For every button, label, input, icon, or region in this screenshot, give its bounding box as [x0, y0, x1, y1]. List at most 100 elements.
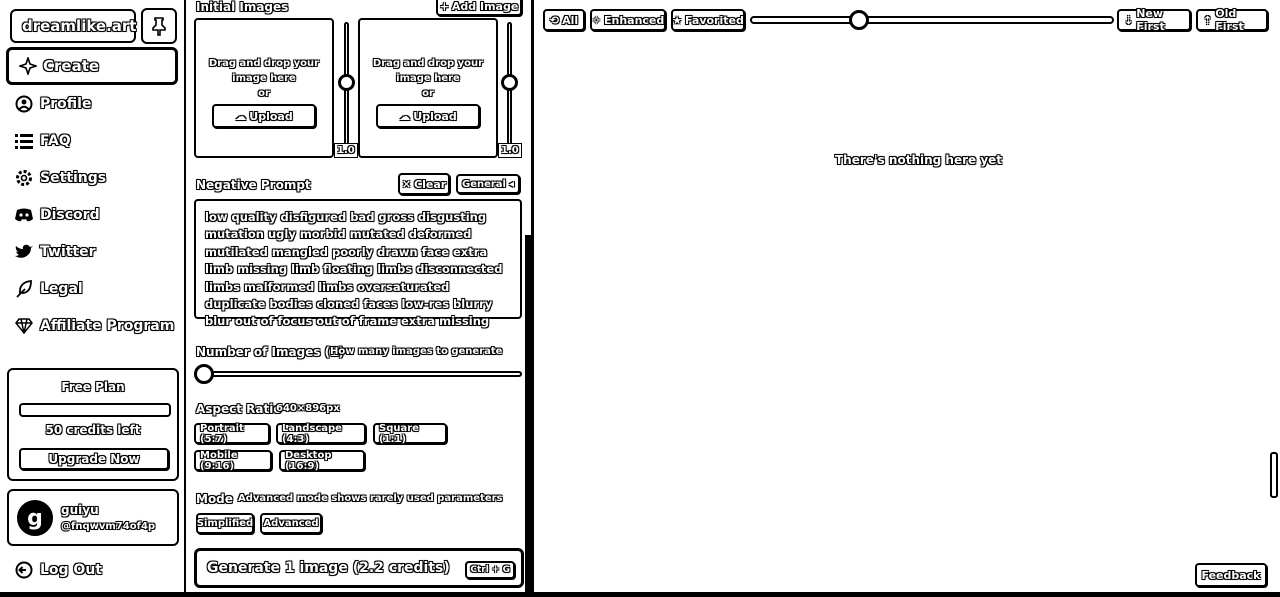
- avatar: g: [17, 500, 53, 536]
- generate-label: Generate 1 image (2.2 credits): [207, 560, 450, 576]
- sidebar-item-label: Profile: [40, 96, 92, 112]
- add-image-button[interactable]: + Add Image: [436, 0, 522, 16]
- upgrade-button[interactable]: Upgrade Now: [19, 448, 169, 470]
- filter-enhanced-button[interactable]: ✧ Enhanced: [590, 9, 666, 31]
- filter-all-button[interactable]: ⟲ All: [543, 9, 585, 31]
- sidebar-item-legal[interactable]: Legal: [14, 277, 83, 301]
- image-drop-zone-2[interactable]: Drag and drop your image here or ☁ Uploa…: [358, 18, 498, 158]
- mode-advanced-button[interactable]: Advanced: [260, 513, 322, 534]
- general-label: General: [461, 178, 506, 190]
- sidebar-item-settings[interactable]: Settings: [14, 166, 106, 190]
- list-icon: [14, 131, 34, 151]
- filter-label: All: [562, 13, 579, 27]
- cloud-upload-icon: ☁: [235, 109, 247, 123]
- sidebar-item-profile[interactable]: Profile: [14, 92, 91, 116]
- cloud-upload-icon: ☁: [399, 109, 411, 123]
- drop-instructions: Drag and drop your image here or: [208, 58, 320, 99]
- sidebar-item-faq[interactable]: FAQ: [14, 129, 71, 153]
- sidebar-item-label: Discord: [40, 207, 100, 223]
- feather-icon: [14, 279, 34, 299]
- keyboard-shortcut-badge: Ctrl + G: [465, 561, 515, 579]
- drop-instructions: Drag and drop your image here or: [372, 58, 484, 99]
- generation-form-panel: Initial Images + Add Image Drag and drop…: [188, 0, 534, 597]
- num-images-label: Number of Images (1): [196, 345, 344, 359]
- slider-knob[interactable]: [338, 74, 355, 91]
- clear-label: Clear: [414, 177, 447, 191]
- sort-label: Old First: [1215, 7, 1244, 33]
- history-icon: ⟲: [549, 13, 560, 27]
- pin-icon: [152, 17, 166, 36]
- logout-label: Log Out: [40, 562, 102, 578]
- sidebar-item-twitter[interactable]: Twitter: [14, 240, 96, 264]
- aspect-square-button[interactable]: Square (1:1): [373, 423, 447, 445]
- filter-label: Enhanced: [603, 13, 665, 27]
- aspect-ratio-label: Aspect Ratio: [196, 402, 282, 416]
- panel-resize-handle[interactable]: [1270, 452, 1278, 498]
- star-icon: ★: [672, 13, 683, 27]
- user-card[interactable]: g guiyu @fnqwvm74of4p: [7, 489, 179, 546]
- logout-button[interactable]: Log Out: [14, 558, 102, 582]
- pin-sidebar-button[interactable]: [141, 8, 177, 44]
- create-nav-button[interactable]: Create: [6, 47, 178, 85]
- add-image-label: Add Image: [451, 0, 519, 13]
- mode-simplified-button[interactable]: Simplified: [196, 513, 254, 534]
- image-drop-zone-1[interactable]: Drag and drop your image here or ☁ Uploa…: [194, 18, 334, 158]
- initial-images-label: Initial Images: [196, 0, 289, 14]
- feedback-button[interactable]: Feedback: [1195, 563, 1267, 587]
- aspect-mobile-button[interactable]: Mobile (9:16): [194, 450, 272, 472]
- aspect-landscape-button[interactable]: Landscape (4:3): [276, 423, 366, 445]
- aspect-portrait-button[interactable]: Portrait (5:7): [194, 423, 270, 445]
- plan-card: Free Plan 50 credits left Upgrade Now: [7, 368, 179, 481]
- upload-button-2[interactable]: ☁ Upload: [376, 104, 480, 128]
- image-strength-value-1: 1.0: [334, 143, 358, 158]
- aspect-ratio-value: 640×896px: [276, 403, 340, 414]
- sidebar-item-label: FAQ: [40, 133, 71, 149]
- sidebar: dreamlike.art Create Profile FAQ Setting…: [0, 0, 186, 597]
- gallery-panel: ⟲ All ✧ Enhanced ★ Favorited ⇣ New First…: [537, 0, 1280, 597]
- mode-label: Mode: [196, 492, 233, 506]
- discord-icon: [14, 205, 34, 225]
- general-preset-dropdown[interactable]: General ◂: [456, 174, 520, 194]
- negative-prompt-textarea[interactable]: low quality disfigured bad gross disgust…: [194, 199, 522, 328]
- image-strength-value-2: 1.0: [498, 143, 522, 158]
- clear-button[interactable]: ✕ Clear: [398, 173, 450, 195]
- aspect-desktop-button[interactable]: Desktop (16:9): [279, 450, 365, 472]
- sidebar-item-label: Legal: [40, 281, 83, 297]
- upload-label: Upload: [249, 109, 293, 123]
- generate-button[interactable]: Generate 1 image (2.2 credits) Ctrl + G: [194, 548, 524, 588]
- slider-knob[interactable]: [501, 74, 518, 91]
- create-label: Create: [43, 57, 100, 75]
- close-icon: ✕: [401, 177, 412, 191]
- slider-knob[interactable]: [194, 364, 214, 384]
- slider-track: [750, 16, 1114, 24]
- empty-gallery-message: There's nothing here yet: [835, 153, 1003, 167]
- sort-ascending-icon: ⇡: [1203, 13, 1213, 27]
- upload-label: Upload: [413, 109, 457, 123]
- sort-old-first-button[interactable]: ⇡ Old First: [1196, 7, 1268, 33]
- sidebar-item-discord[interactable]: Discord: [14, 203, 100, 227]
- upload-button-1[interactable]: ☁ Upload: [212, 104, 316, 128]
- sidebar-item-affiliate[interactable]: Affiliate Program: [14, 314, 174, 338]
- form-scrollbar[interactable]: [525, 235, 531, 595]
- thumbnail-size-slider[interactable]: [750, 10, 1114, 30]
- user-handle: @fnqwvm74of4p: [61, 521, 156, 532]
- sparkle-icon: ✧: [591, 13, 601, 27]
- sidebar-item-label: Affiliate Program: [40, 318, 175, 334]
- slider-knob[interactable]: [849, 10, 869, 30]
- brand-logo-link[interactable]: dreamlike.art: [10, 9, 136, 43]
- sort-new-first-button[interactable]: ⇣ New First: [1117, 7, 1191, 33]
- user-name: guiyu: [61, 503, 99, 517]
- gem-icon: [14, 316, 34, 336]
- filter-favorited-button[interactable]: ★ Favorited: [671, 9, 745, 31]
- num-images-slider[interactable]: [194, 364, 522, 384]
- num-images-help: How many images to generate: [330, 346, 503, 357]
- image-strength-slider-2[interactable]: [501, 22, 518, 146]
- image-strength-slider-1[interactable]: [338, 22, 355, 146]
- twitter-icon: [14, 242, 34, 262]
- filter-label: Favorited: [685, 13, 744, 27]
- chevron-left-icon: ◂: [508, 178, 515, 190]
- sparkle-icon: [19, 57, 37, 75]
- logout-icon: [14, 560, 34, 580]
- slider-track: [200, 371, 522, 377]
- bottom-border: [0, 592, 1280, 597]
